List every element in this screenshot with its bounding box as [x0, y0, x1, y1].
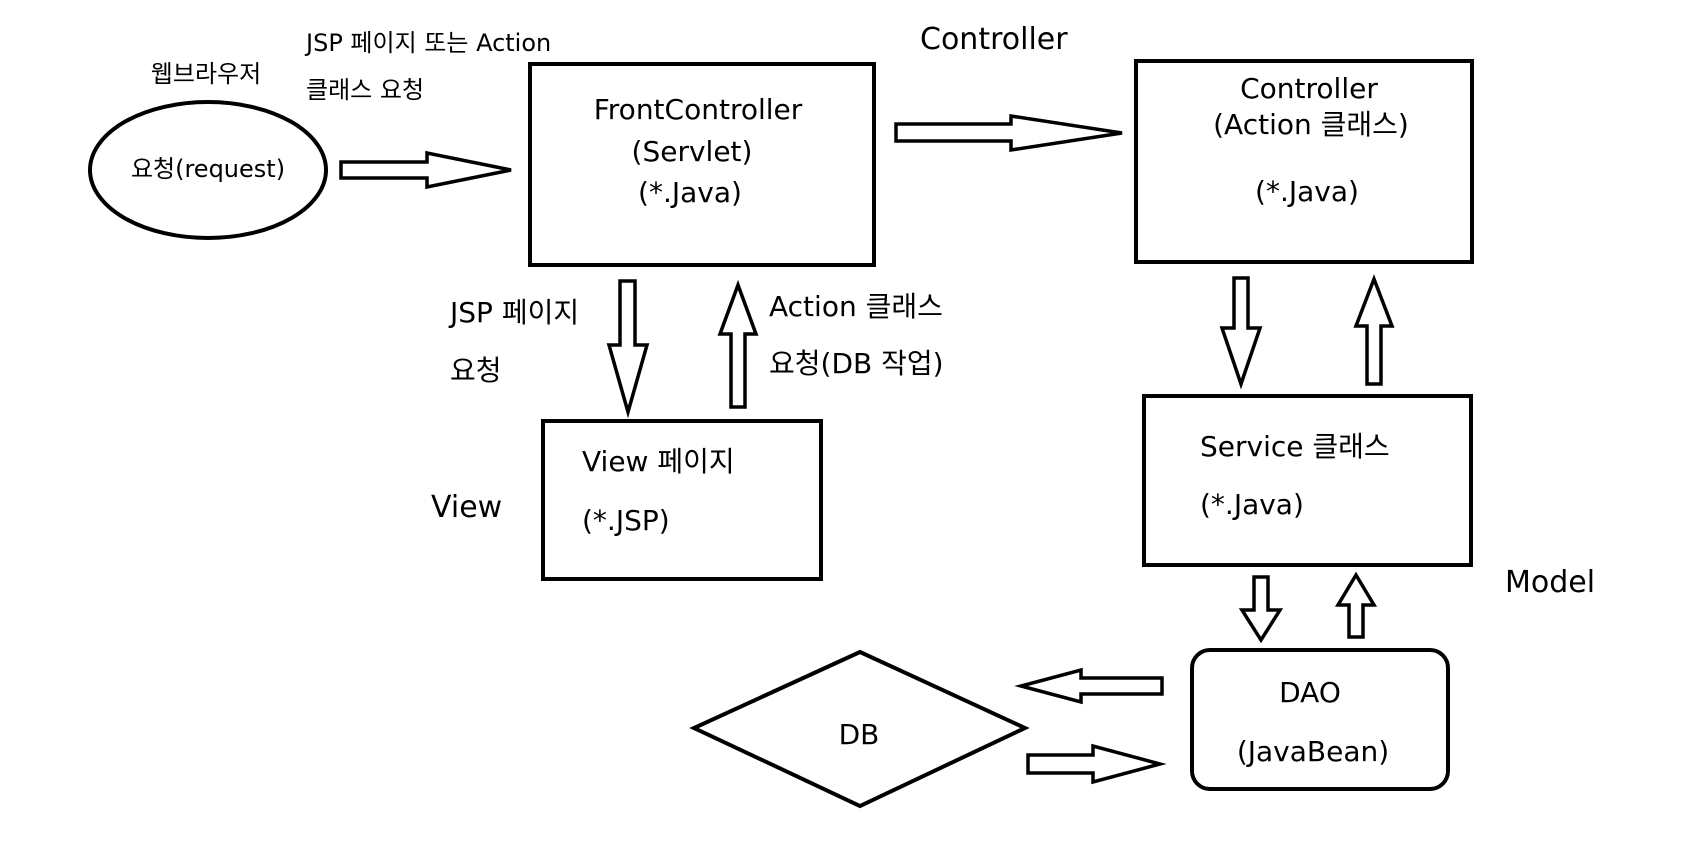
- service-box-line1: Service 클래스: [1200, 430, 1390, 463]
- arrow-dao-to-service: [1334, 571, 1378, 639]
- action-request-line1: Action 클래스: [769, 290, 943, 323]
- jsp-request-line2: 요청: [450, 354, 502, 387]
- service-box-line2: (*.Java): [1200, 488, 1304, 521]
- view-box: [541, 419, 823, 581]
- model-layer-label: Model: [1505, 565, 1595, 600]
- arrow-service-to-controller: [1353, 274, 1395, 386]
- arrow-frontcontroller-to-controller: [894, 113, 1123, 153]
- arrow-db-to-dao: [1026, 743, 1167, 785]
- browser-label: 웹브라우저: [151, 60, 261, 88]
- frontcontroller-line2: (Servlet): [632, 135, 753, 168]
- action-request-line2: 요청(DB 작업): [769, 347, 944, 380]
- arrow-frontcontroller-to-view: [606, 279, 650, 419]
- arrow-controller-to-service: [1219, 276, 1263, 390]
- arrow-browser-to-frontcontroller: [339, 150, 512, 190]
- arrow-view-to-frontcontroller: [717, 279, 759, 409]
- view-box-line1: View 페이지: [582, 445, 735, 478]
- view-layer-label: View: [431, 490, 502, 525]
- controller-box-line2: (Action 클래스): [1213, 108, 1409, 141]
- dao-box-line1: DAO: [1279, 676, 1341, 709]
- frontcontroller-line3: (*.Java): [638, 176, 742, 209]
- arrow-dao-to-db: [1014, 667, 1164, 705]
- browser-ellipse: [88, 100, 328, 240]
- service-box: [1142, 394, 1473, 567]
- jsp-request-line1: JSP 페이지: [448, 296, 579, 329]
- db-label: DB: [839, 718, 880, 751]
- request-note-line1: JSP 페이지 또는 Action: [304, 29, 551, 57]
- controller-box-line1: Controller: [1240, 72, 1378, 105]
- db-diamond: [689, 649, 1030, 809]
- controller-box: [1134, 59, 1474, 264]
- controller-layer-label: Controller: [920, 22, 1068, 57]
- controller-box-line3: (*.Java): [1255, 175, 1359, 208]
- dao-box-line2: (JavaBean): [1237, 735, 1389, 768]
- dao-box: [1190, 648, 1450, 791]
- frontcontroller-box: [528, 62, 876, 267]
- browser-request-text: 요청(request): [131, 155, 285, 183]
- request-note-line2: 클래스 요청: [306, 76, 424, 104]
- view-box-line2: (*.JSP): [582, 504, 670, 537]
- frontcontroller-line1: FrontController: [594, 93, 803, 126]
- arrow-service-to-dao: [1238, 575, 1284, 644]
